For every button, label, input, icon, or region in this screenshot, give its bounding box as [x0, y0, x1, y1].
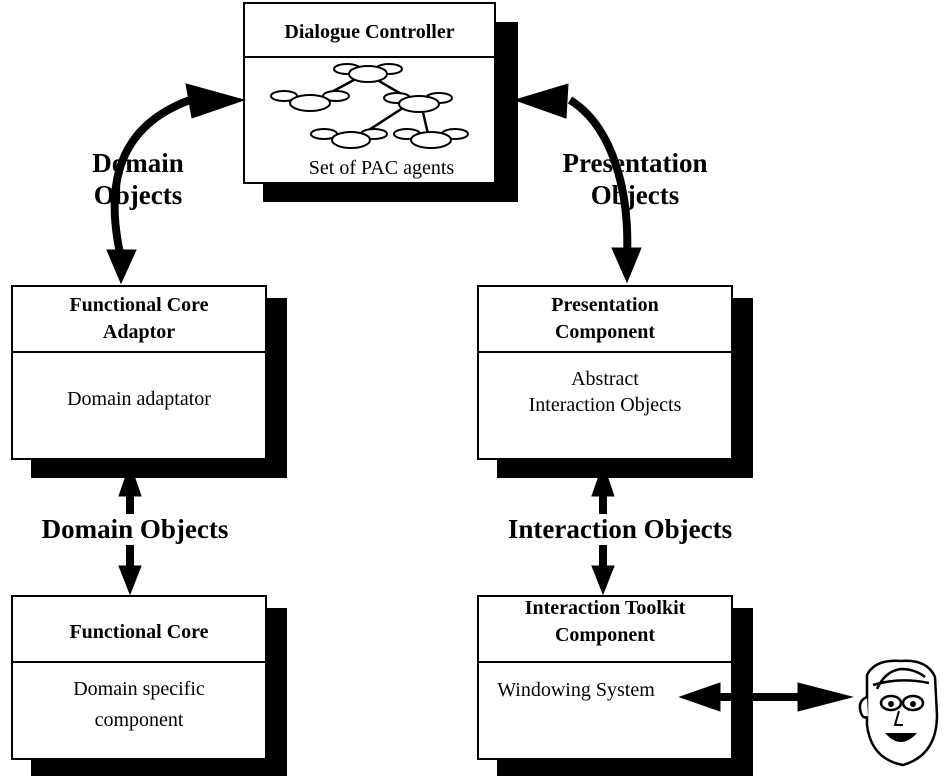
presentation-component-box: Presentation Component Abstract Interact… — [477, 285, 733, 460]
arrowhead-dialogue-left — [185, 83, 246, 119]
dialogue-controller-body: Set of PAC agents — [308, 157, 455, 179]
dialogue-controller-box: Dialogue Controller Set of PAC agent — [243, 2, 496, 184]
functional-core-box: Functional Core Domain specific componen… — [11, 595, 267, 760]
domain-objects-top-label-line2: Objects — [93, 180, 183, 210]
user-face-icon — [858, 659, 939, 767]
arrowhead-adaptor-top — [106, 249, 137, 285]
functional-core-divider — [13, 661, 265, 663]
presentation-objects-connector — [567, 96, 632, 259]
arrowhead-core-top — [118, 565, 142, 596]
presentation-component-body-line1: Abstract — [571, 368, 639, 390]
arrowhead-user — [797, 682, 854, 712]
interaction-toolkit-box: Interaction Toolkit Component Windowing … — [477, 595, 733, 760]
interaction-toolkit-divider — [479, 661, 731, 663]
functional-core-adaptor-title-line2: Adaptor — [102, 321, 176, 343]
functional-core-title: Functional Core — [69, 621, 209, 643]
dialogue-controller-title: Dialogue Controller — [284, 21, 455, 43]
presentation-component-title-line2: Component — [554, 321, 655, 343]
interaction-toolkit-title-line1: Interaction Toolkit — [524, 597, 686, 619]
presentation-component-body-line2: Interaction Objects — [528, 394, 682, 416]
functional-core-body-line2: component — [94, 709, 184, 731]
presentation-objects-label-line2: Objects — [590, 180, 680, 210]
interaction-toolkit-body: Windowing System — [497, 679, 655, 701]
arrowhead-adaptor-bottom — [118, 462, 142, 497]
arrowhead-dialogue-right — [513, 83, 569, 119]
functional-core-adaptor-divider — [13, 351, 265, 353]
domain-objects-upper-connector — [110, 96, 192, 263]
dialogue-controller-divider — [245, 56, 494, 58]
arrowhead-toolkit-top — [591, 565, 615, 596]
pac-agent-tree-icon — [270, 63, 469, 149]
arrowhead-presentation-top — [611, 247, 642, 284]
arrowhead-windowing — [678, 682, 721, 712]
functional-core-body-line1: Domain specific — [73, 678, 205, 700]
domain-objects-top-label-line1: Domain — [92, 148, 184, 178]
functional-core-adaptor-title-line1: Functional Core — [69, 294, 209, 316]
interaction-toolkit-title-line2: Component — [554, 624, 655, 646]
functional-core-adaptor-body: Domain adaptator — [67, 388, 211, 410]
presentation-objects-label-line1: Presentation — [562, 148, 708, 178]
arrowhead-presentation-bottom — [591, 462, 615, 497]
presentation-component-divider — [479, 351, 731, 353]
functional-core-adaptor-box: Functional Core Adaptor Domain adaptator — [11, 285, 267, 460]
interaction-objects-label: Interaction Objects — [485, 514, 755, 545]
presentation-component-title-line1: Presentation — [551, 294, 659, 316]
domain-objects-mid-label: Domain Objects — [40, 514, 230, 545]
